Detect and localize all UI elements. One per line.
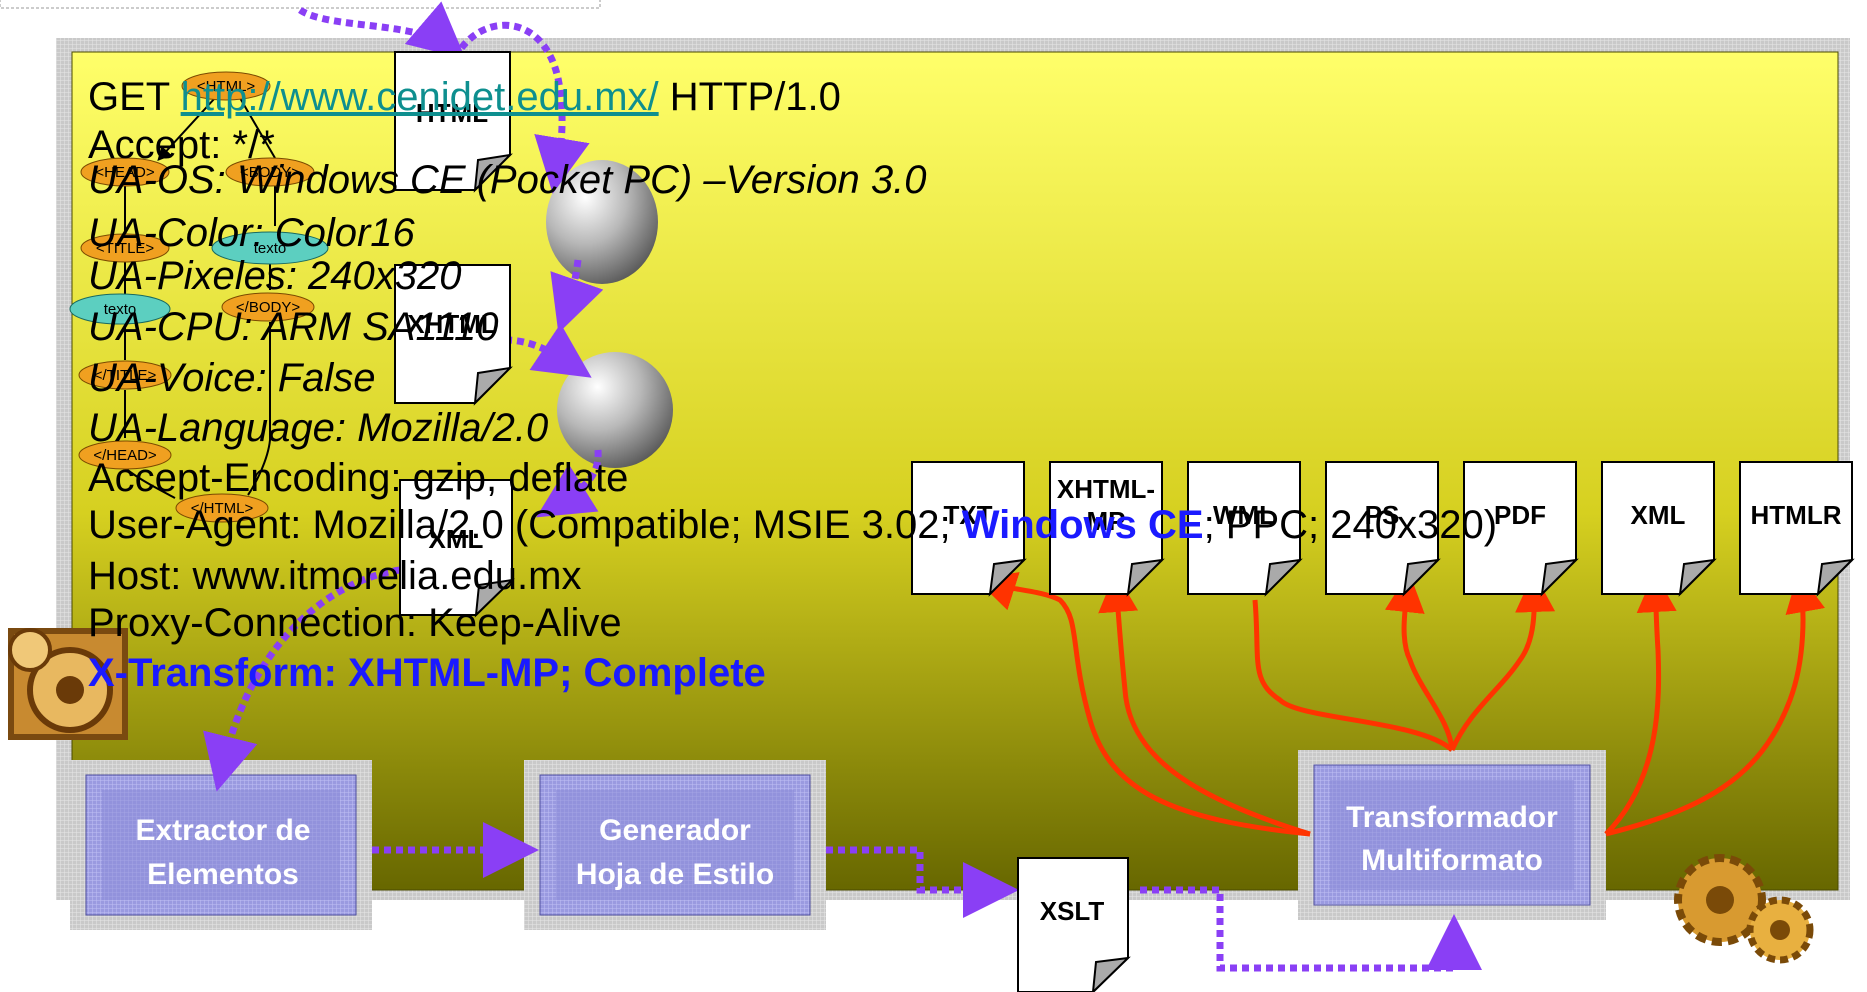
svg-text:<TITLE>: <TITLE>	[96, 240, 155, 257]
doc-xhtml-mp: XHTML-MP	[1049, 461, 1165, 597]
doc-ps-label: PS	[1365, 500, 1400, 530]
ua-cpu-header: UA-CPU: ARM SA1110	[88, 305, 499, 349]
doc-html: HTML	[394, 51, 513, 193]
doc-xml: XML	[399, 479, 515, 618]
doc-wml-label: WML	[1213, 500, 1275, 530]
request-url-link[interactable]: http://www.cenidet.edu.mx/	[180, 75, 659, 119]
tree-edges	[124, 97, 276, 499]
doc-html-label: HTML	[416, 98, 488, 128]
doc-xhtml-label: XHTML	[407, 309, 497, 339]
extractor-label-1: Extractor de	[135, 814, 310, 847]
doc-xhtml: XHTML	[394, 264, 513, 406]
svg-text:texto: texto	[254, 240, 287, 257]
doc-xhtml-mp-label: MP	[1087, 506, 1126, 536]
cogs-icon	[1674, 854, 1814, 964]
transformer-label-2: Multiformato	[1361, 844, 1543, 877]
svg-text:</HTML>: </HTML>	[191, 500, 254, 517]
svg-text:</BODY>: </BODY>	[236, 299, 300, 316]
ua-voice-header: UA-Voice: False	[88, 356, 376, 400]
doc-htmlr-label: HTMLR	[1751, 500, 1842, 530]
extractor-box: Extractor de Elementos	[70, 760, 372, 930]
doc-xml-label: XML	[1631, 500, 1686, 530]
doc-pdf-label: PDF	[1494, 500, 1546, 530]
doc-xml-label: XML	[429, 524, 484, 554]
doc-txt-label: TXT	[943, 500, 992, 530]
doc-htmlr: HTMLR	[1739, 461, 1855, 597]
generator-label-2: Hoja de Estilo	[576, 858, 774, 891]
svg-text:</TITLE>: </TITLE>	[94, 367, 157, 384]
ua-os-header: UA-OS: Windows CE (Pocket PC) –Version 3…	[88, 158, 927, 202]
ua-color-header: UA-Color: Color16	[88, 211, 415, 255]
doc-txt: TXT	[911, 461, 1027, 597]
tree-node-head: <HEAD>	[80, 157, 170, 187]
tree-node-texto-title: texto	[69, 293, 171, 325]
purple-flow-arrows	[203, 1, 1482, 972]
svg-text:texto: texto	[104, 301, 137, 318]
generator-label-1: Generador	[599, 814, 751, 847]
svg-text:<HEAD>: <HEAD>	[95, 164, 154, 181]
extractor-label-2: Elementos	[147, 858, 299, 891]
transformer-label-1: Transformador	[1346, 801, 1558, 834]
doc-xslt-label: XSLT	[1040, 896, 1105, 926]
generator-box: Generador Hoja de Estilo	[524, 760, 826, 930]
doc-xslt: XSLT	[1017, 857, 1131, 992]
tree-node-body: <BODY>	[225, 157, 315, 187]
tree-node-html-close: </HTML>	[175, 493, 269, 523]
doc-ps: PS	[1325, 461, 1441, 597]
accept-header: Accept: */*	[88, 123, 275, 167]
host-header: Host: www.itmorelia.edu.mx	[88, 554, 582, 598]
doc-pdf: PDF	[1463, 461, 1579, 597]
doc-xhtml-mp-label: XHTML-	[1057, 474, 1155, 504]
windows-ce-highlight: Windows CE	[961, 503, 1204, 547]
user-agent-header: User-Agent: Mozilla/2.0 (Compatible; MSI…	[88, 503, 1498, 547]
ua-language-header: UA-Language: Mozilla/2.0	[88, 406, 549, 450]
tree-node-title: <TITLE>	[80, 233, 170, 263]
output-docs: TXT XHTML-MP WML PS PDF XML HTMLR	[911, 461, 1855, 597]
svg-text:<BODY>: <BODY>	[240, 164, 300, 181]
svg-text:<HTML>: <HTML>	[197, 78, 256, 95]
top-frame	[0, 0, 601, 9]
tree-node-body-close: </BODY>	[221, 292, 315, 322]
svg-text:</HEAD>: </HEAD>	[93, 447, 157, 464]
tree-node-head-close: </HEAD>	[78, 440, 172, 470]
doc-wml: WML	[1187, 461, 1303, 597]
tree-node-title-close: </TITLE>	[78, 360, 172, 390]
proxy-connection-header: Proxy-Connection: Keep-Alive	[88, 601, 622, 645]
process-sphere-2	[557, 352, 673, 468]
doc-xml: XML	[1601, 461, 1717, 597]
tree-node-html: <HTML>	[181, 71, 271, 101]
accept-encoding-header: Accept-Encoding: gzip, deflate	[88, 456, 629, 500]
red-output-arrows	[975, 572, 1825, 837]
request-line: GET http://www.cenidet.edu.mx/ HTTP/1.0	[88, 75, 841, 119]
transformer-box: Transformador Multiformato	[1298, 750, 1606, 920]
tree-node-texto-body: texto	[211, 231, 329, 265]
x-transform-header: X-Transform: XHTML-MP; Complete	[88, 651, 766, 695]
ua-pixels-header: UA-Pixeles: 240x320	[88, 254, 462, 298]
gear-icon	[8, 628, 128, 740]
